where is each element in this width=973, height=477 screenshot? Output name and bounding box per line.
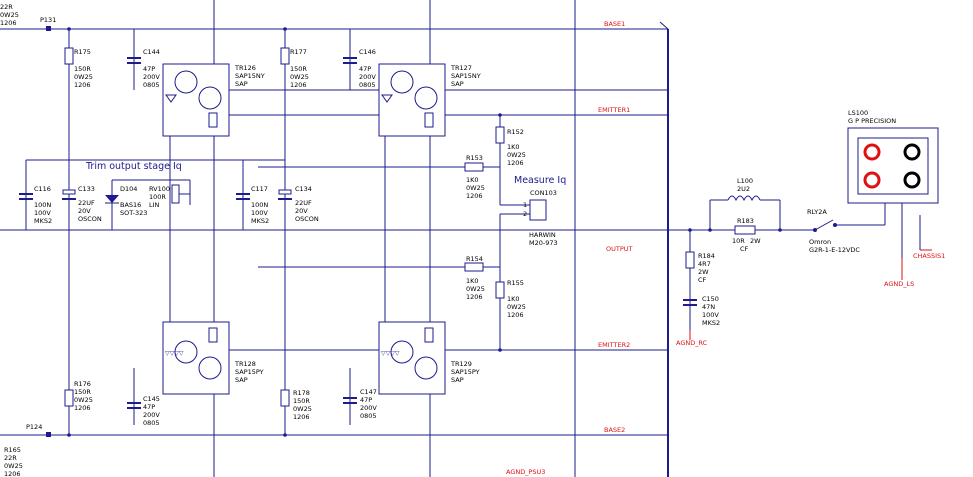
net-labels: BASE1 EMITTER1 OUTPUT EMITTER2 BASE2 AGN… <box>506 20 945 476</box>
c150-symbol <box>683 299 697 306</box>
con103-label: CON103 <box>530 189 557 197</box>
net-output: OUTPUT <box>606 245 633 253</box>
c144-symbol <box>127 57 141 64</box>
c117-symbol <box>236 193 250 200</box>
ls-terminal-red-bottom <box>863 171 881 189</box>
d104-symbol <box>105 195 119 204</box>
net-emitter1: EMITTER1 <box>598 106 630 114</box>
junctions <box>46 26 782 437</box>
r183-label: R183 <box>737 217 754 225</box>
trim-title: Trim output stage Iq <box>85 161 182 172</box>
r154-symbol <box>464 262 484 272</box>
rly2a-label: RLY2A <box>807 208 827 216</box>
r175-symbol <box>64 47 74 65</box>
con103-pin2-label: 2 <box>523 210 527 218</box>
net-emitter2: EMITTER2 <box>598 341 630 349</box>
ls-terminal-black-top <box>903 143 921 161</box>
c134-symbol <box>278 189 292 200</box>
tr128-diodes: ▽▽▽▽ <box>165 350 184 357</box>
r154-label: R154 <box>466 255 483 263</box>
tr129-symbol: ▽▽▽▽ <box>378 321 446 395</box>
net-base1: BASE1 <box>604 20 625 28</box>
ls-terminal-black-bottom <box>903 171 921 189</box>
r152-symbol <box>495 126 505 144</box>
tr127-symbol <box>378 63 446 137</box>
tr126-symbol <box>162 63 230 137</box>
r155-symbol <box>495 281 505 299</box>
tr128-symbol: ▽▽▽▽ <box>162 321 230 395</box>
net-agnd-psu3: AGND_PSU3 <box>506 468 545 476</box>
l100-symbol <box>727 195 761 202</box>
r183-symbol <box>734 225 756 235</box>
r176-symbol <box>64 389 74 407</box>
net-agnd-rc: AGND_RC <box>676 339 708 347</box>
r178-symbol <box>280 389 290 407</box>
c133-symbol <box>62 189 76 200</box>
rv100-symbol <box>171 184 190 204</box>
c116-symbol <box>19 193 33 200</box>
net-agnd-ls: AGND_LS <box>884 280 914 288</box>
r153-symbol <box>464 162 484 172</box>
c147-symbol <box>343 397 357 404</box>
r184-symbol <box>685 251 695 269</box>
p124-label: P124 <box>26 423 42 431</box>
net-base2: BASE2 <box>604 426 625 434</box>
con103-symbol <box>529 199 547 221</box>
rly2a-symbol <box>813 219 837 232</box>
r177-symbol <box>280 47 290 65</box>
tr129-diodes: ▽▽▽▽ <box>381 350 400 357</box>
measure-title: Measure Iq <box>514 175 566 186</box>
c146-symbol <box>343 57 357 64</box>
bus-entry-top <box>659 21 669 30</box>
net-chassis1: CHASSIS1 <box>913 252 945 260</box>
ls-terminal-red-top <box>863 143 881 161</box>
con103-pin1-label: 1 <box>523 201 527 209</box>
ls100-symbol <box>847 127 939 204</box>
c145-symbol <box>127 402 141 409</box>
p131-label: P131 <box>40 16 56 24</box>
r153-label: R153 <box>466 154 483 162</box>
